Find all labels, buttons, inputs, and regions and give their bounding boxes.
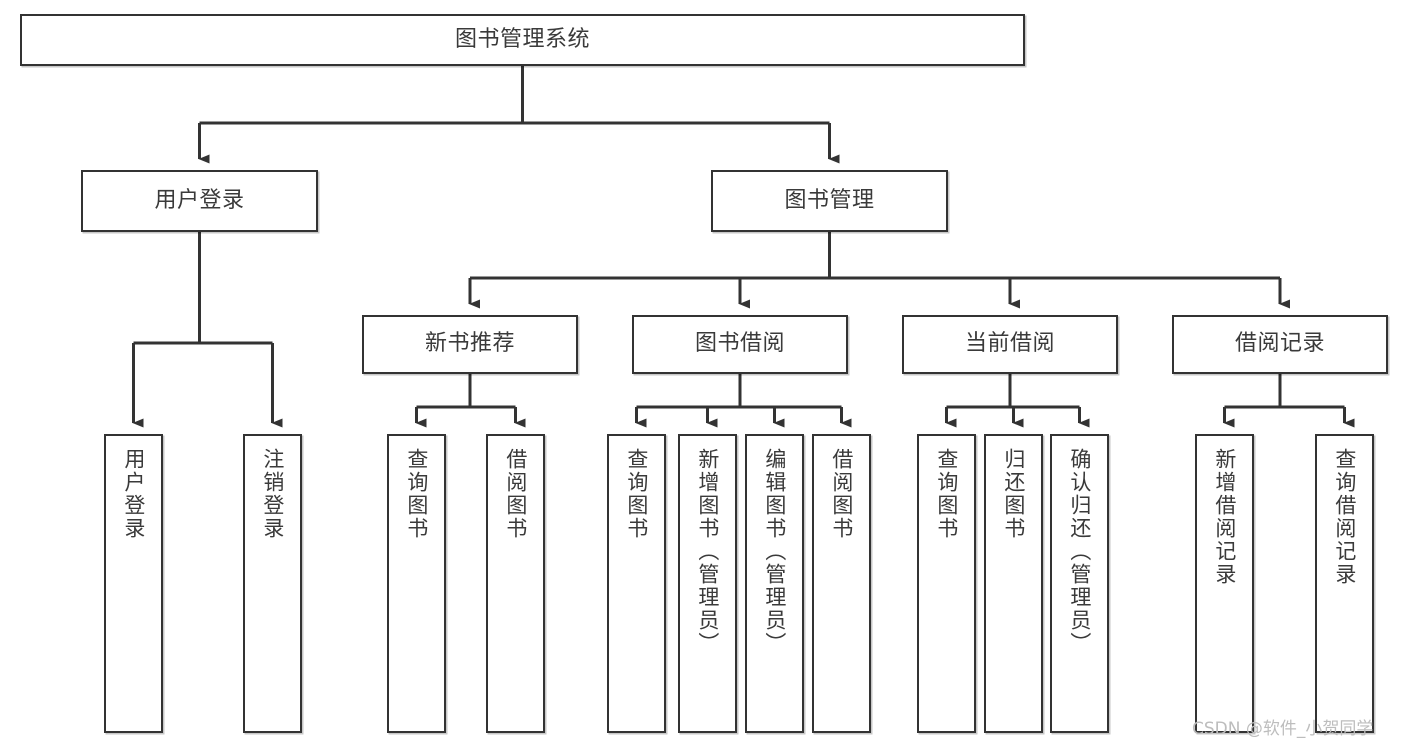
node-leaf-edit-book[interactable]: 编辑图书（管理员） [745, 434, 804, 733]
node-label: 查询图书 [624, 448, 649, 540]
node-label: 编辑图书（管理员） [762, 448, 787, 655]
node-label: 借阅记录 [1234, 331, 1325, 357]
node-book-borrow[interactable]: 图书借阅 [632, 315, 848, 374]
node-leaf-add-rec[interactable]: 新增借阅记录 [1195, 434, 1254, 733]
node-label: 注销登录 [260, 448, 285, 540]
node-leaf-query-3[interactable]: 查询图书 [917, 434, 976, 733]
node-leaf-borrow-1[interactable]: 借阅图书 [486, 434, 545, 733]
node-label: 当前借阅 [964, 331, 1055, 357]
node-leaf-return[interactable]: 归还图书 [984, 434, 1043, 733]
node-leaf-query-rec[interactable]: 查询借阅记录 [1315, 434, 1374, 733]
node-label: 查询图书 [934, 448, 959, 540]
node-leaf-add-book[interactable]: 新增图书（管理员） [678, 434, 737, 733]
node-label: 用户登录 [121, 448, 146, 540]
node-leaf-logout[interactable]: 注销登录 [243, 434, 302, 733]
node-label: 新增借阅记录 [1212, 448, 1237, 586]
node-label: 新增图书（管理员） [695, 448, 720, 655]
node-label: 用户登录 [154, 187, 245, 213]
node-leaf-query-2[interactable]: 查询图书 [607, 434, 666, 733]
node-borrow-record[interactable]: 借阅记录 [1172, 315, 1388, 374]
node-label: 归还图书 [1001, 448, 1026, 540]
node-leaf-query-1[interactable]: 查询图书 [387, 434, 446, 733]
node-user-login[interactable]: 用户登录 [81, 170, 318, 232]
node-label: 图书借阅 [694, 331, 785, 357]
node-label: 图书管理 [784, 187, 875, 213]
node-new-book-rec[interactable]: 新书推荐 [362, 315, 578, 374]
node-label: 借阅图书 [829, 448, 854, 540]
node-leaf-user-login[interactable]: 用户登录 [104, 434, 163, 733]
node-leaf-borrow-2[interactable]: 借阅图书 [812, 434, 871, 733]
node-label: 查询图书 [404, 448, 429, 540]
node-label: 借阅图书 [503, 448, 528, 540]
node-book-manage[interactable]: 图书管理 [711, 170, 948, 232]
node-label: 查询借阅记录 [1332, 448, 1357, 586]
node-label: 确认归还（管理员） [1067, 448, 1092, 655]
node-label: 图书管理系统 [454, 26, 590, 52]
watermark-text: CSDN @软件_小贺同学 [1192, 719, 1374, 739]
node-label: 新书推荐 [424, 331, 515, 357]
node-leaf-confirm[interactable]: 确认归还（管理员） [1050, 434, 1109, 733]
node-root[interactable]: 图书管理系统 [20, 14, 1025, 66]
node-current-borrow[interactable]: 当前借阅 [902, 315, 1118, 374]
